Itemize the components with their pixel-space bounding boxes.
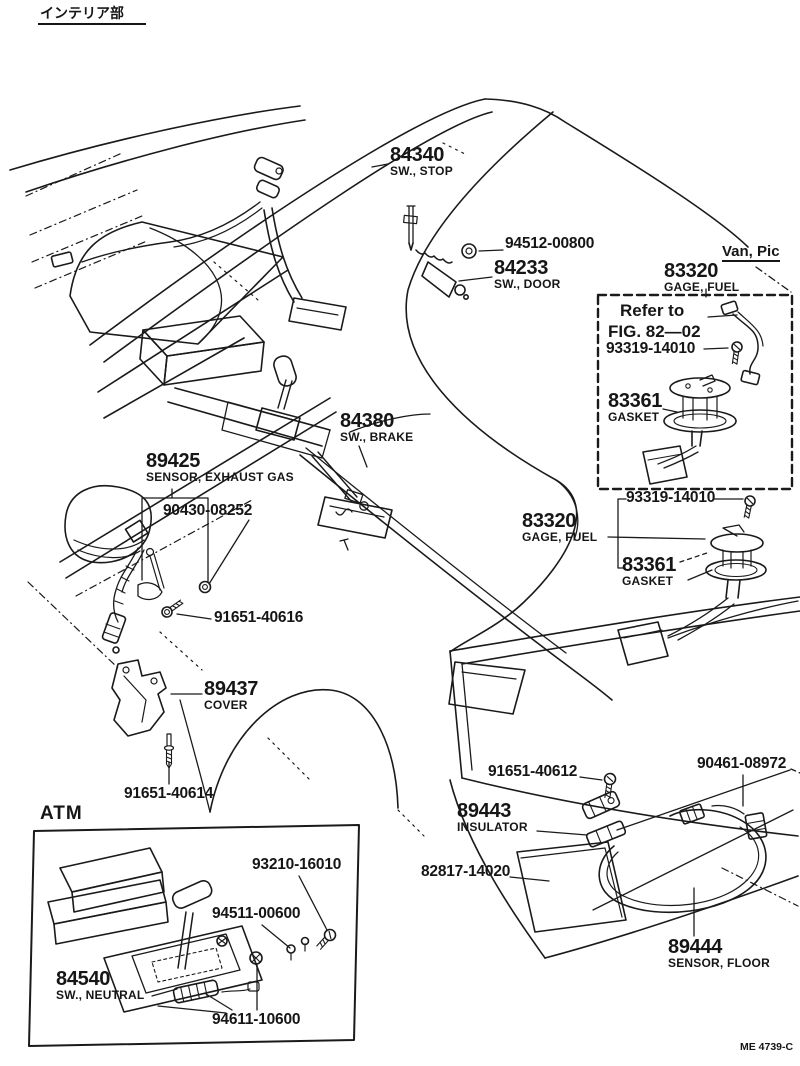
wheel-arch-drawing <box>179 688 425 837</box>
door-switch-drawing <box>403 205 477 300</box>
callout-90461: 90461-08972 <box>697 755 787 772</box>
callout-84340: 84340 SW., STOP <box>390 144 453 179</box>
callout-84233: 84233 SW., DOOR <box>494 257 561 292</box>
callout-93210: 93210-16010 <box>252 856 342 873</box>
console-shifter-drawing <box>167 355 431 459</box>
callout-83361-mid: 83361 GASKET <box>622 554 677 589</box>
callout-93319-box: 93319-14010 <box>606 340 696 357</box>
callout-91651-40616: 91651-40616 <box>214 609 304 626</box>
refer-box-outline <box>596 293 794 491</box>
callout-84380: 84380 SW., BRAKE <box>340 410 414 445</box>
callout-83320-mid: 83320 GAGE, FUEL <box>522 510 598 545</box>
variant-note: Van, Pic <box>722 244 780 263</box>
screw-93319-mid <box>743 495 756 519</box>
refer-note: Refer to FIG. 82—02 <box>608 301 701 342</box>
callout-89444: 89444 SENSOR, FLOOR <box>668 936 770 971</box>
atm-inset-drawing <box>28 824 360 1047</box>
exhaust-sensor-drawing <box>27 485 212 671</box>
screw-40612 <box>603 772 617 799</box>
callout-93319-mid: 93319-14010 <box>626 489 716 506</box>
screw-93319-box <box>731 341 743 365</box>
section-title: インテリア部 <box>38 6 146 26</box>
floor-sensor-drawing <box>581 772 768 914</box>
inset-title: ATM <box>40 803 83 824</box>
leader-lines <box>141 163 800 1014</box>
callout-83320-top: 83320 GAGE, FUEL <box>664 260 740 295</box>
body-outline-drawing <box>299 98 792 701</box>
callout-94512: 94512-00800 <box>505 235 595 252</box>
callout-89425: 89425 SENSOR, EXHAUST GAS <box>146 450 294 485</box>
callout-91651-40614: 91651-40614 <box>124 785 214 802</box>
fuel-sender-mid-drawing <box>667 524 767 641</box>
callout-91651-40612: 91651-40612 <box>488 763 578 780</box>
callout-94611: 94611-10600 <box>212 1011 301 1028</box>
insulator-mat-drawing <box>516 841 627 933</box>
fasteners <box>731 341 756 519</box>
callout-90430: 90430-08252 <box>163 502 253 519</box>
brake-switch-drawing <box>311 451 393 551</box>
callout-82817: 82817-14020 <box>421 863 511 880</box>
callout-94511: 94511-00600 <box>212 905 301 922</box>
fuel-sender-box-drawing <box>642 374 737 485</box>
callout-84540: 84540 SW., NEUTRAL <box>56 968 145 1003</box>
callout-89437: 89437 COVER <box>204 678 259 713</box>
callout-83361-box: 83361 GASKET <box>608 390 663 425</box>
doc-code: ME 4739-C <box>740 1041 794 1053</box>
fuel-sender-wire-drawing <box>720 300 764 386</box>
callout-89443: 89443 INSULATOR <box>457 800 528 835</box>
cover-drawing <box>111 659 311 781</box>
pedal-stop-switch-drawing <box>50 156 347 331</box>
screw-93210 <box>316 928 337 950</box>
